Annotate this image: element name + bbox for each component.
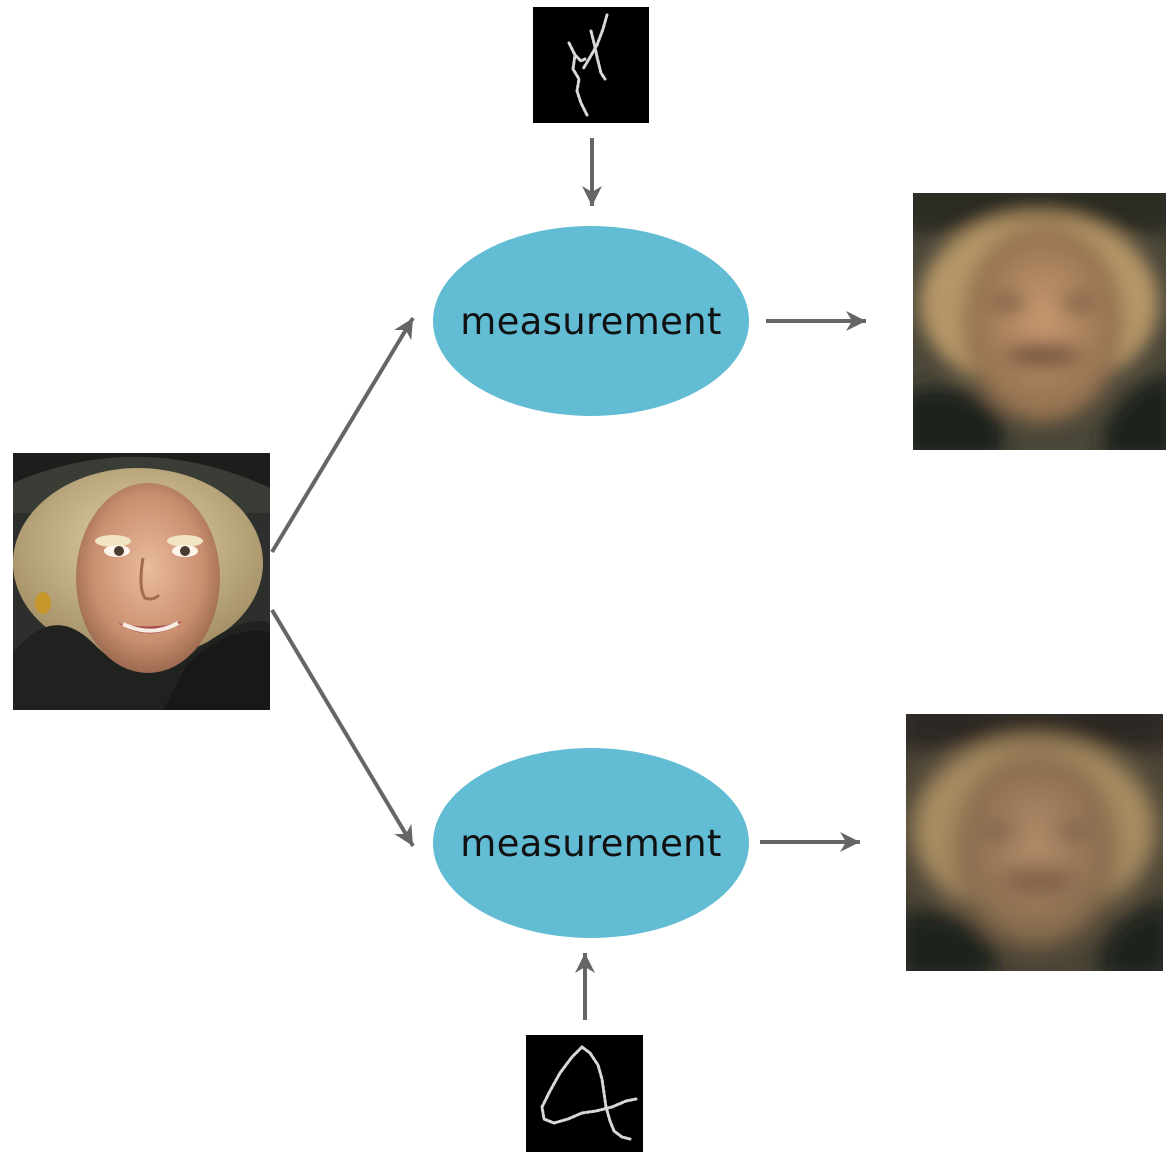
top-measurement-label: measurement bbox=[460, 299, 722, 343]
top-measurement-node: measurement bbox=[432, 225, 750, 417]
arrow-face-to-top-measurement bbox=[270, 316, 415, 554]
top-measurement-ellipse bbox=[433, 226, 749, 416]
bottom-measurement-node: measurement bbox=[432, 747, 750, 939]
bottom-reconstruction-image bbox=[906, 714, 1163, 971]
face-photo-icon bbox=[13, 453, 270, 710]
top-handwritten-digit bbox=[533, 7, 649, 123]
handwritten-digit-icon bbox=[526, 1035, 643, 1152]
bottom-handwritten-digit bbox=[526, 1035, 643, 1152]
top-reconstruction-image bbox=[913, 193, 1166, 450]
bottom-measurement-label: measurement bbox=[460, 821, 722, 865]
bottom-measurement-ellipse bbox=[433, 748, 749, 938]
blurred-face-icon bbox=[913, 193, 1166, 450]
input-face-photo bbox=[13, 453, 270, 710]
blurred-face-icon bbox=[906, 714, 1163, 971]
arrow-face-to-bottom-measurement bbox=[270, 608, 415, 848]
handwritten-digit-icon bbox=[533, 7, 649, 123]
